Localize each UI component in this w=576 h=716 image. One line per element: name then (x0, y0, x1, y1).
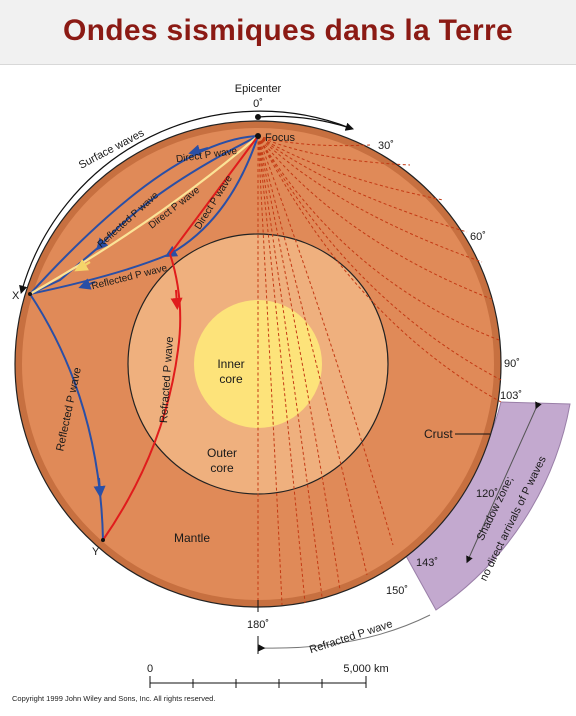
point-y-label: Y (92, 546, 100, 558)
p-wave-ray-paths (257, 135, 502, 607)
scale-max-label: 5,000 km (343, 663, 388, 675)
direct-p-wave-2 (164, 135, 259, 257)
degree-120-label: 120˚ (476, 488, 498, 500)
degree-90-label: 90˚ (504, 358, 520, 370)
reflected-p-wave-3 (29, 293, 104, 541)
copyright-notice: Copyright 1999 John Wiley and Sons, Inc.… (12, 694, 216, 703)
direct-p-wave-1 (29, 135, 259, 295)
surface-waves-arc (19, 110, 351, 295)
outer-core-label-1: Outer (207, 446, 237, 460)
scale-min-label: 0 (147, 663, 153, 675)
degree-180-label: 180˚ (247, 619, 269, 631)
outer-core-label-2: core (210, 461, 234, 475)
epicenter-point (255, 114, 261, 120)
epicenter-label: Epicenter (235, 83, 282, 95)
degree-150-label: 150˚ (386, 585, 408, 597)
focus-point (255, 133, 261, 139)
title-bar: Ondes sismiques dans la Terre (0, 0, 576, 65)
refracted-p-wave (102, 135, 259, 541)
focus-label: Focus (265, 132, 295, 144)
seismic-waves-diagram: Epicenter 0˚ Focus 30˚ 60˚ 90˚ 103˚ 120˚… (12, 83, 571, 688)
crust-label: Crust (424, 427, 453, 441)
refracted-p-wave-bottom-label: Refracted P wave (308, 618, 394, 656)
page-title: Ondes sismiques dans la Terre (63, 14, 513, 47)
degree-60-label: 60˚ (470, 231, 486, 243)
point-x-label: X (12, 290, 20, 302)
scale-bar (149, 676, 367, 688)
inner-core-label-2: core (219, 372, 243, 386)
point-y-marker (101, 538, 105, 542)
degree-103-label: 103˚ (500, 390, 522, 402)
reflected-p-wave-2 (29, 253, 171, 295)
degree-143-label: 143˚ (416, 557, 438, 569)
degree-30-label: 30˚ (378, 140, 394, 152)
degree-0-label: 0˚ (253, 98, 263, 110)
inner-core-label-1: Inner (217, 357, 244, 371)
bottom-refracted-arrow (258, 614, 431, 652)
point-x-marker (28, 292, 32, 296)
direct-p-wave-yellow (29, 135, 259, 295)
mantle-label: Mantle (174, 531, 210, 545)
reflected-p-wave-1 (96, 135, 259, 251)
